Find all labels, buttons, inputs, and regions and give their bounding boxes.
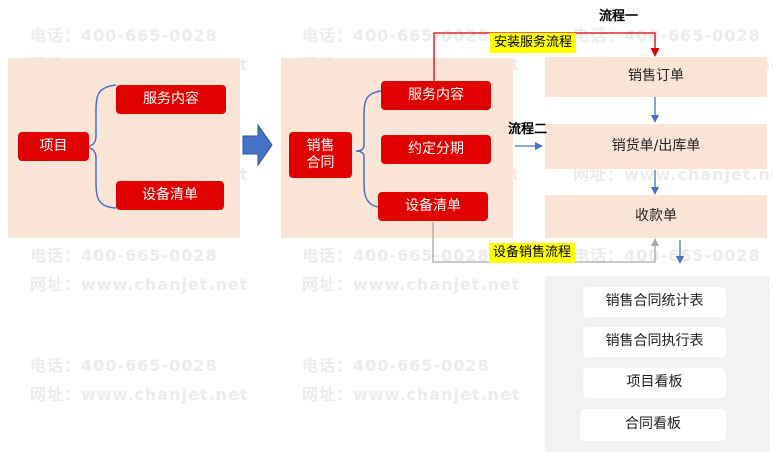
- report-contract-stats: 销售合同统计表: [583, 287, 726, 317]
- contract-service-node: 服务内容: [381, 81, 491, 110]
- project-root-node: 项目: [18, 132, 89, 161]
- watermark-url: 网址：www.chanjet.net: [30, 275, 249, 294]
- report-contract-execution: 销售合同执行表: [583, 327, 726, 357]
- contract-installment-node: 约定分期: [381, 135, 491, 164]
- watermark-phone: 电话：400-665-0028: [302, 356, 490, 375]
- watermark-url: 网址：www.chanjet.net: [30, 385, 249, 404]
- watermark-url: 网址：www.chanjet.net: [573, 165, 773, 184]
- watermark-phone: 电话：400-665-0028: [573, 246, 761, 265]
- delivery-step: 销货单/出库单: [545, 124, 767, 169]
- watermark-phone: 电话：400-665-0028: [30, 26, 218, 45]
- watermark-phone: 电话：400-665-0028: [302, 246, 490, 265]
- watermark-phone: 电话：400-665-0028: [573, 26, 761, 45]
- report-contract-board: 合同看板: [580, 409, 726, 441]
- project-service-node: 服务内容: [116, 85, 226, 114]
- service-flow-label: 安装服务流程: [490, 33, 577, 53]
- receipt-step: 收款单: [545, 195, 767, 238]
- equipment-flow-label: 设备销售流程: [489, 243, 576, 263]
- watermark-url: 网址：www.chanjet.net: [302, 275, 521, 294]
- project-equipment-node: 设备清单: [116, 181, 224, 210]
- flow2-label: 流程二: [508, 122, 548, 137]
- contract-root-node: 销售合同: [289, 132, 352, 178]
- watermark-phone: 电话：400-665-0028: [30, 356, 218, 375]
- flow1-label: 流程一: [599, 9, 639, 24]
- report-project-board: 项目看板: [583, 368, 726, 398]
- watermark-phone: 电话：400-665-0028: [30, 246, 218, 265]
- big-right-arrow: [242, 123, 273, 167]
- watermark-url: 网址：www.chanjet.net: [302, 385, 521, 404]
- contract-brace: [355, 90, 382, 208]
- contract-equipment-node: 设备清单: [378, 192, 488, 221]
- watermark-phone: 电话：400-665-0028: [302, 26, 490, 45]
- sales-order-step: 销售订单: [545, 57, 767, 97]
